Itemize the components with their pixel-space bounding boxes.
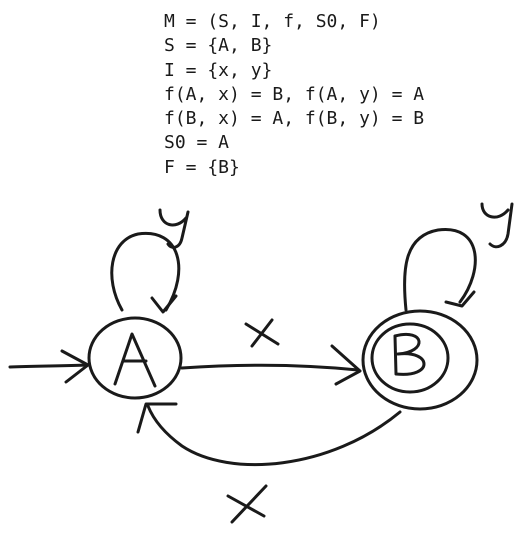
initial-arrow [8,349,90,384]
edge-b-a-label-x [226,484,268,524]
definition-line-transitions-a: f(A, x) = B, f(A, y) = A [164,83,425,105]
definition-line-states: S = {A, B} [164,35,273,57]
edge-b-a-arrowhead [136,402,178,434]
loop-b-curve [403,228,477,312]
definition-line-transitions-b: f(B, x) = A, f(B, y) = B [164,108,425,130]
definition-line-final-states: F = {B} [164,156,240,178]
transition-b-a [136,402,402,524]
edge-a-b-arrowhead [330,344,362,386]
definition-line-start-state: S0 = A [164,132,230,154]
state-a [87,316,183,400]
loop-a-label-y [158,208,190,249]
state-b-inner-circle [370,322,450,394]
transition-b-b [403,202,514,312]
loop-b-arrowhead [444,290,476,308]
edge-b-a-line [146,404,402,467]
edge-a-b-line [180,363,360,372]
transition-a-b [180,318,362,386]
state-a-label [113,332,157,388]
machine-definition: M = (S, I, f, S0, F) S = {A, B} I = {x, … [164,10,424,180]
loop-a-curve [110,231,181,312]
transition-a-a [110,208,190,314]
state-a-circle [87,316,183,400]
state-b-label [393,333,426,376]
state-b [361,309,479,411]
edge-a-b-label-x [244,318,280,348]
definition-line-inputs: I = {x, y} [164,59,273,81]
loop-a-arrowhead [150,294,178,314]
loop-b-label-y [480,202,514,249]
state-b-outer-circle [361,309,479,411]
definition-line-tuple: M = (S, I, f, S0, F) [164,11,381,32]
